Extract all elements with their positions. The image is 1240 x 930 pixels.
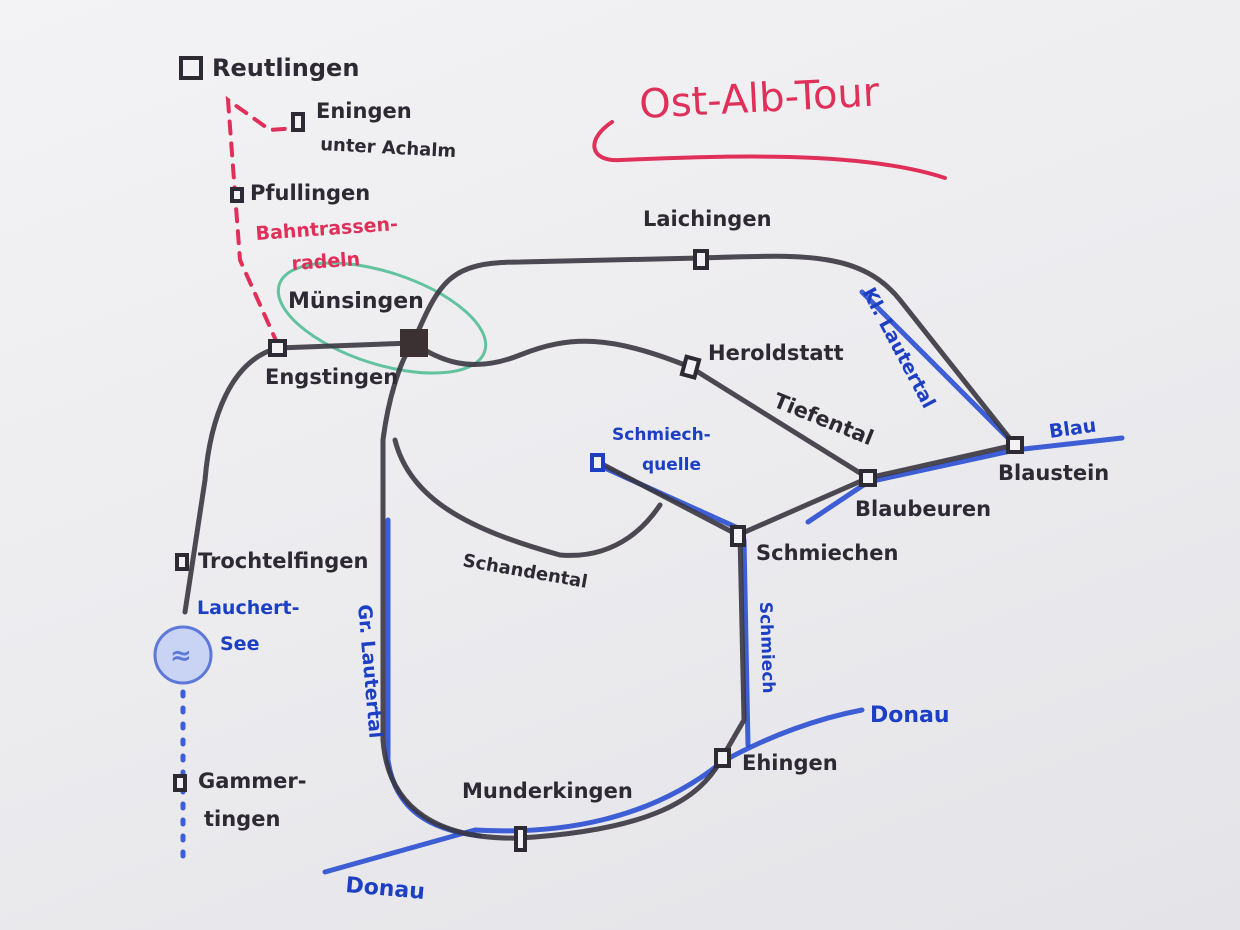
label-ehingen: Ehingen: [742, 751, 838, 775]
label-blaustein: Blaustein: [998, 461, 1109, 485]
river-donau: [322, 707, 865, 875]
station-ehingen[interactable]: [714, 748, 731, 768]
rail-blaubeuren-blaustein: [865, 442, 1018, 481]
label-kl-lautertal: Kl. Lautertal: [858, 284, 940, 412]
muensingen-region-outline: [276, 261, 488, 375]
label-blaubeuren: Blaubeuren: [855, 497, 991, 521]
label-donau-west: Donau: [344, 873, 425, 905]
label-schmiechen: Schmiechen: [756, 541, 898, 565]
label-gammertingen-1: Gammer-: [198, 769, 307, 793]
station-gammertingen[interactable]: [173, 774, 187, 792]
station-pfullingen[interactable]: [230, 187, 244, 203]
label-munderkingen: Munderkingen: [462, 779, 633, 803]
label-engstingen: Engstingen: [265, 365, 398, 389]
station-munderkingen[interactable]: [514, 826, 527, 852]
label-donau-east: Donau: [870, 703, 950, 728]
label-bikeway-2: radeln: [291, 248, 361, 275]
title-underline: [592, 120, 947, 180]
station-schmiechquelle[interactable]: [590, 453, 605, 472]
label-reutlingen: Reutlingen: [212, 54, 359, 82]
wave-icon: ≈: [170, 641, 192, 671]
station-blaubeuren[interactable]: [859, 469, 877, 487]
label-schmiech: Schmiech: [755, 601, 778, 693]
station-laichingen[interactable]: [693, 249, 709, 270]
rail-schmiechen-ehingen: [719, 532, 747, 761]
rail-ehingen-munderkingen-muensingen: [380, 340, 725, 841]
label-lauchert-see-2: See: [220, 633, 259, 655]
label-muensingen: Münsingen: [288, 289, 424, 314]
station-reutlingen[interactable]: [179, 56, 203, 80]
label-laichingen: Laichingen: [643, 207, 772, 231]
rail-schandental: [392, 437, 663, 558]
station-engstingen[interactable]: [268, 339, 287, 357]
rail-schmiechquelle-schmiechen: [595, 459, 741, 538]
rail-engstingen-muensingen: [275, 340, 416, 351]
bikeway-route: [225, 95, 298, 347]
station-blaustein[interactable]: [1006, 436, 1024, 454]
label-eningen-2: unter Achalm: [320, 134, 457, 162]
rail-engstingen-trochtelfingen: [182, 345, 281, 615]
label-trochtelfingen: Trochtelfingen: [198, 549, 368, 573]
rail-schmiechen-blaubeuren: [735, 475, 871, 538]
label-pfullingen: Pfullingen: [250, 181, 370, 205]
label-heroldstatt: Heroldstatt: [708, 341, 844, 365]
lauchert-see-lake: [153, 625, 213, 685]
label-eningen: Eningen: [316, 99, 412, 123]
label-schmiechquelle-1: Schmiech-: [612, 425, 711, 445]
label-bikeway-1: Bahntrassen-: [255, 213, 399, 245]
river-blau: [805, 435, 1125, 525]
station-schmiechen[interactable]: [730, 525, 746, 547]
label-schmiechquelle-2: quelle: [642, 455, 701, 475]
map-title: Ost-Alb-Tour: [638, 69, 881, 128]
river-kl-lautertal: [859, 289, 1018, 448]
river-schmiech: [595, 462, 751, 748]
label-lauchert-see-1: Lauchert-: [197, 597, 299, 619]
rail-muensingen-heroldstatt-blaubeuren: [410, 338, 871, 481]
station-eningen[interactable]: [291, 112, 305, 132]
station-heroldstatt[interactable]: [679, 354, 702, 380]
label-gammertingen-2: tingen: [204, 807, 280, 831]
station-muensingen[interactable]: [400, 329, 428, 357]
label-tiefental: Tiefental: [770, 388, 877, 450]
label-blau: Blau: [1048, 415, 1098, 443]
station-trochtelfingen[interactable]: [175, 553, 189, 571]
